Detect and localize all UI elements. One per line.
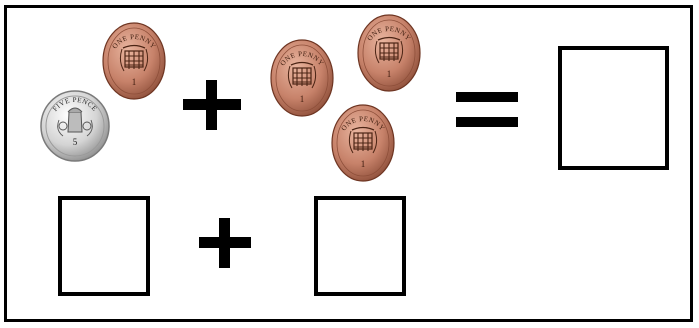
one-penny-coin: ONE PENNY 1	[269, 38, 335, 118]
svg-text:1: 1	[132, 77, 137, 87]
one-penny-coin: ONE PENNY 1	[101, 21, 167, 101]
one-penny-coin: ONE PENNY 1	[330, 103, 396, 183]
answer-box-total[interactable]	[558, 46, 669, 170]
svg-text:5: 5	[73, 137, 78, 147]
svg-text:1: 1	[361, 159, 366, 169]
equals-sign	[456, 92, 518, 133]
answer-box-second-addend[interactable]	[314, 196, 406, 296]
one-penny-coin: ONE PENNY 1	[356, 13, 422, 93]
plus-sign	[183, 80, 241, 135]
svg-text:1: 1	[387, 69, 392, 79]
plus-sign	[199, 218, 251, 273]
svg-text:1: 1	[300, 94, 305, 104]
answer-box-first-addend[interactable]	[58, 196, 150, 296]
